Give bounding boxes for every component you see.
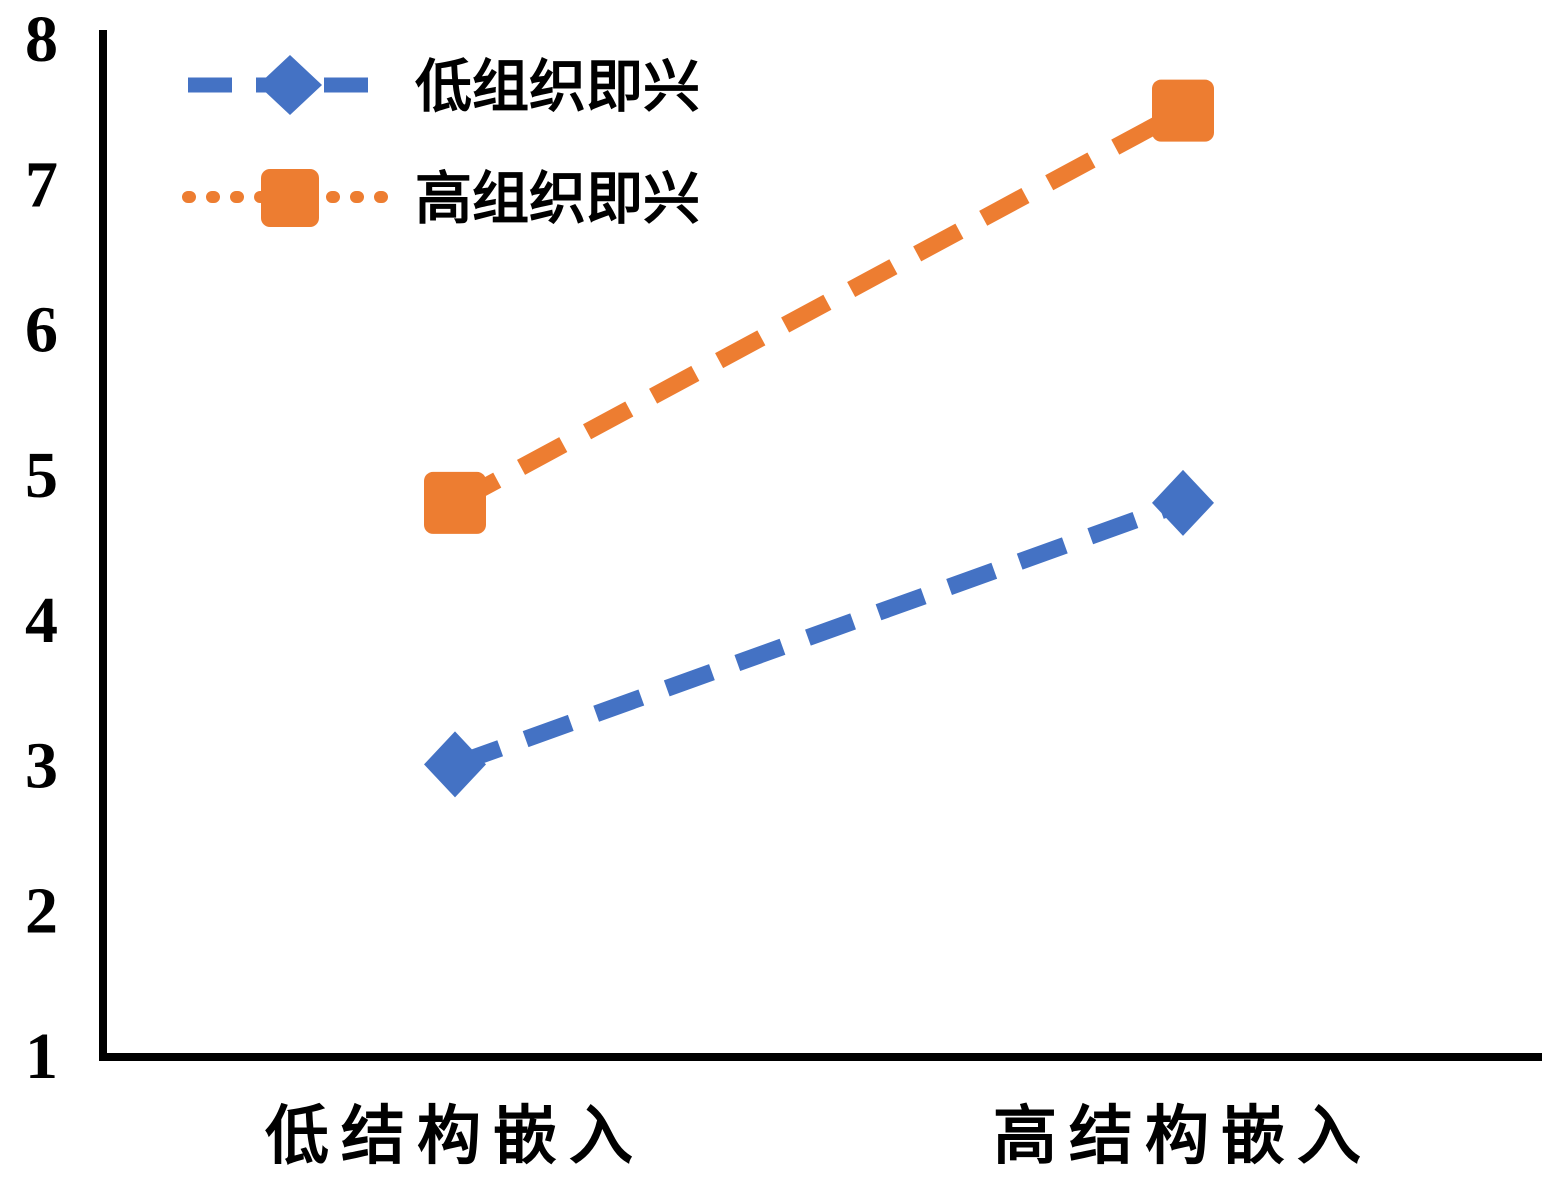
y-tick-label: 4 [25, 584, 58, 657]
y-tick-label: 3 [25, 729, 58, 802]
square-marker-icon [1152, 79, 1214, 142]
chart-legend: 低组织即兴 高组织即兴 [182, 55, 700, 231]
x-category-label: 高结构嵌入 [993, 1100, 1373, 1172]
legend-diamond-marker-icon [258, 55, 322, 115]
diamond-marker-icon [1152, 469, 1214, 536]
y-tick-label: 2 [25, 875, 58, 948]
series-line-square [450, 103, 1188, 511]
x-category-label: 低结构嵌入 [265, 1100, 645, 1172]
y-tick-label: 8 [25, 3, 58, 76]
series-line-diamond [452, 494, 1186, 773]
square-marker-icon [424, 471, 486, 534]
y-tick-label: 6 [25, 294, 58, 367]
legend-label-series1: 低组织即兴 [415, 55, 700, 119]
y-tick-label: 1 [25, 1020, 58, 1093]
plot-area: 1 2 3 4 5 6 7 8 低结构嵌入 高结构嵌入 [25, 3, 1542, 1172]
y-tick-label: 5 [25, 439, 58, 512]
y-tick-label: 7 [25, 148, 58, 221]
legend-square-marker-icon [261, 169, 319, 227]
diamond-marker-icon [424, 731, 486, 798]
legend-label-series2: 高组织即兴 [415, 167, 700, 231]
